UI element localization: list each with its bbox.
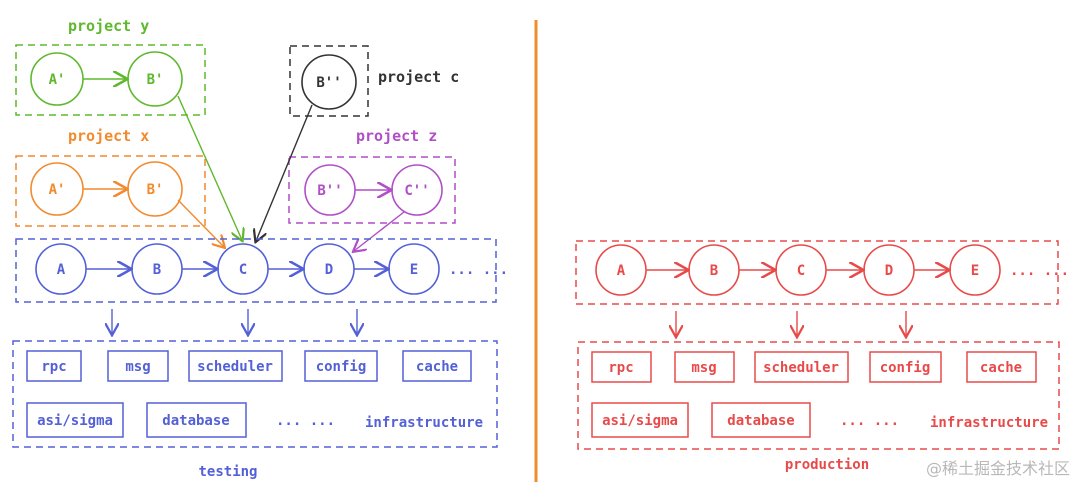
project-c-node-b-label: B'' xyxy=(316,75,341,91)
project-x-to-c-arrow xyxy=(177,199,224,247)
production-services-ellipsis: ... ... xyxy=(840,413,899,429)
testing-service-asi-sigma xyxy=(26,402,124,438)
production-infra-box xyxy=(577,341,1060,450)
project-z-to-d-arrow xyxy=(354,211,405,251)
testing-service-msg xyxy=(107,350,169,382)
production-node-a-label: A xyxy=(617,263,626,279)
project-x-title: project x xyxy=(68,127,149,145)
testing-service-rpc-label: rpc xyxy=(41,359,66,375)
production-service-msg-label: msg xyxy=(691,360,716,376)
production-service-cache xyxy=(966,351,1037,383)
production-chain: A B C D E ... ... xyxy=(575,240,1069,305)
project-c-box xyxy=(289,45,369,117)
project-z-group: project z B'' C'' xyxy=(288,127,456,224)
production-node-e-label: E xyxy=(971,263,979,279)
testing-infrastructure: rpc msg scheduler config cache asi/sigma… xyxy=(12,340,498,448)
production-service-config xyxy=(869,351,942,383)
testing-service-scheduler xyxy=(188,350,283,382)
project-z-node-b-label: B'' xyxy=(317,183,342,199)
testing-services-ellipsis: ... ... xyxy=(276,413,335,429)
production-infrastructure: rpc msg scheduler config cache asi/sigma… xyxy=(577,341,1060,450)
project-y-title: project y xyxy=(68,17,149,35)
testing-service-scheduler-label: scheduler xyxy=(197,359,273,375)
testing-infra-box xyxy=(12,340,498,448)
testing-node-a-label: A xyxy=(57,262,66,278)
testing-env-label: testing xyxy=(198,464,257,480)
production-service-cache-label: cache xyxy=(980,360,1022,376)
project-y-to-c-arrow xyxy=(177,95,242,240)
production-service-database xyxy=(711,402,811,438)
project-c-node-b xyxy=(301,54,357,110)
project-c-title: project c xyxy=(378,68,459,86)
testing-service-asi-sigma-label: asi/sigma xyxy=(37,413,113,429)
project-y-node-b-label: B' xyxy=(147,72,164,88)
production-infra-label: infrastructure xyxy=(930,415,1048,431)
project-x-group: project x A' B' xyxy=(15,127,206,227)
project-c-to-c-arrow xyxy=(256,104,313,241)
testing-service-config-label: config xyxy=(316,359,367,375)
production-chain-box xyxy=(575,240,1059,305)
production-service-asi-sigma xyxy=(591,402,689,438)
production-service-msg xyxy=(674,351,735,383)
production-service-asi-sigma-label: asi/sigma xyxy=(602,413,678,429)
testing-service-cache xyxy=(402,350,472,382)
testing-service-cache-label: cache xyxy=(416,359,458,375)
project-x-box xyxy=(15,155,206,227)
production-service-database-label: database xyxy=(727,413,794,429)
production-service-scheduler xyxy=(754,351,849,383)
project-y-box xyxy=(15,44,206,116)
project-x-node-a-label: A' xyxy=(49,182,66,198)
testing-chain-ellipsis: ... ... xyxy=(449,262,508,278)
testing-service-config xyxy=(304,350,378,382)
testing-node-c-label: C xyxy=(239,262,247,278)
project-z-title: project z xyxy=(356,127,437,145)
project-y-group: project y A' B' xyxy=(15,17,206,116)
testing-node-e-label: E xyxy=(410,262,418,278)
production-node-d-label: D xyxy=(885,263,893,279)
testing-chain: A B C D E ... ... xyxy=(15,238,508,303)
testing-node-d-label: D xyxy=(325,262,333,278)
testing-service-database xyxy=(146,402,247,438)
testing-infra-label: infrastructure xyxy=(365,415,483,431)
project-c-group: B'' project c xyxy=(289,45,459,117)
testing-chain-box xyxy=(15,238,497,303)
testing-service-rpc xyxy=(26,350,82,382)
project-x-node-b-label: B' xyxy=(147,182,164,198)
testing-service-database-label: database xyxy=(162,413,229,429)
production-service-scheduler-label: scheduler xyxy=(763,360,839,376)
testing-service-msg-label: msg xyxy=(125,359,150,375)
project-z-node-c-label: C'' xyxy=(404,183,429,199)
production-node-b-label: B xyxy=(710,263,718,279)
project-z-box xyxy=(288,156,456,224)
production-service-config-label: config xyxy=(880,360,931,376)
production-env-label: production xyxy=(785,457,869,473)
production-node-c-label: C xyxy=(797,263,805,279)
production-service-rpc xyxy=(591,351,652,383)
testing-node-b-label: B xyxy=(153,262,161,278)
watermark-text: @稀土掘金技术社区 xyxy=(925,459,1070,478)
production-chain-ellipsis: ... ... xyxy=(1010,263,1069,279)
production-service-rpc-label: rpc xyxy=(608,360,633,376)
project-y-node-a-label: A' xyxy=(49,72,66,88)
